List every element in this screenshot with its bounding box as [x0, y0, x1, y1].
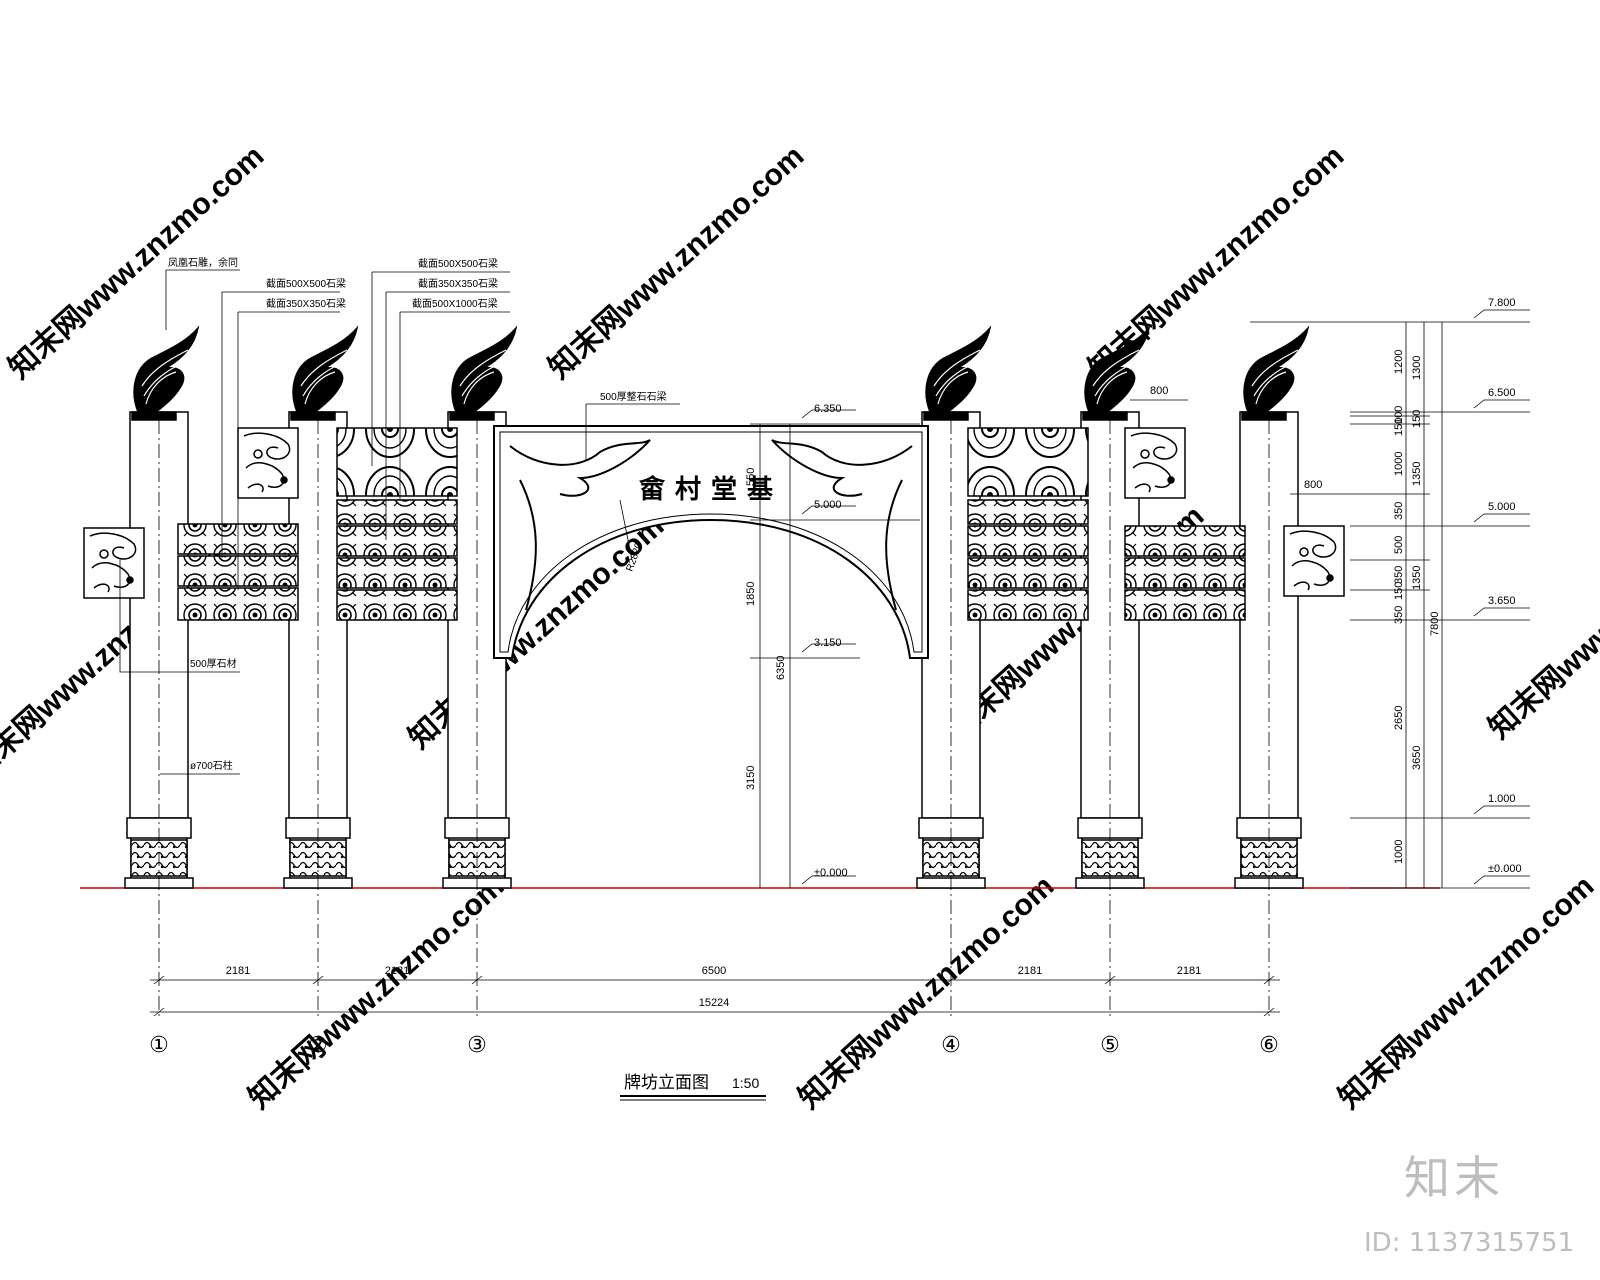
- bottom-dim-lines: [150, 975, 1280, 1017]
- svg-text:5.000: 5.000: [814, 499, 842, 511]
- svg-text:知末网www.znzmo.com: 知末网www.znzmo.com: [1483, 499, 1600, 745]
- watermark-id: ID: 1137315751: [1364, 1228, 1575, 1258]
- svg-text:6500: 6500: [702, 965, 726, 977]
- svg-text:3150: 3150: [745, 766, 757, 790]
- column-6: [1234, 327, 1309, 889]
- svg-text:1350: 1350: [1411, 462, 1423, 486]
- svg-text:2181: 2181: [1018, 965, 1042, 977]
- svg-text:100: 100: [1393, 406, 1405, 424]
- svg-text:知末网www.znzmo.com: 知末网www.znzmo.com: [1333, 869, 1600, 1115]
- axis-3: ③: [467, 1032, 487, 1057]
- right-dim-total: 7800: [1429, 612, 1441, 636]
- svg-text:知末网www.znzmo.com: 知末网www.znzmo.com: [543, 139, 811, 385]
- svg-text:1000: 1000: [1393, 840, 1405, 864]
- right-dims-col2: 1300 150 1350 1350 3650: [1411, 356, 1423, 770]
- svg-text:截面500X500石梁: 截面500X500石梁: [418, 257, 498, 270]
- bottom-dim-labels: 2181 2181 6500 2181 2181 15224: [226, 965, 1201, 1009]
- svg-text:500: 500: [1393, 536, 1405, 554]
- svg-text:截面350X350石梁: 截面350X350石梁: [266, 297, 346, 310]
- svg-text:150: 150: [1411, 410, 1423, 428]
- svg-text:6350: 6350: [775, 656, 787, 680]
- right-elevation-labels: 7.800 6.500 5.000 3.650 1.000 ±0.000: [1488, 297, 1522, 875]
- svg-text:2650: 2650: [1393, 706, 1405, 730]
- svg-text:150: 150: [1393, 418, 1405, 436]
- svg-text:1.000: 1.000: [1488, 793, 1516, 805]
- axis-centerlines: [158, 420, 1270, 1020]
- arch-dimensions: [750, 409, 920, 888]
- svg-text:知末网www.znzmo.com: 知末网www.znzmo.com: [793, 869, 1061, 1115]
- svg-text:3.150: 3.150: [814, 637, 842, 649]
- svg-text:1:50: 1:50: [732, 1075, 759, 1091]
- drawing-title: 牌坊立面图 1:50: [620, 1073, 766, 1101]
- svg-text:3.650: 3.650: [1488, 595, 1516, 607]
- svg-text:截面500X500石梁: 截面500X500石梁: [266, 277, 346, 290]
- svg-text:800: 800: [1150, 385, 1168, 397]
- svg-text:550: 550: [745, 468, 757, 486]
- axis-labels: ① ② ③ ④ ⑤ ⑥: [149, 1032, 1279, 1057]
- svg-text:1000: 1000: [1393, 452, 1405, 476]
- svg-text:15224: 15224: [699, 997, 730, 1009]
- axis-6: ⑥: [1259, 1032, 1279, 1057]
- right-dim-lines: [1250, 309, 1530, 889]
- svg-text:350: 350: [1393, 502, 1405, 520]
- small-dims: [619, 399, 1350, 561]
- beams-right: [967, 427, 1345, 621]
- svg-text:1200: 1200: [1393, 350, 1405, 374]
- plaque-text: 畲村堂基: [638, 474, 783, 504]
- svg-text:ø700石柱: ø700石柱: [190, 759, 233, 772]
- svg-text:1300: 1300: [1411, 356, 1423, 380]
- svg-text:1350: 1350: [1411, 566, 1423, 590]
- watermark-logo: 知末: [1404, 1151, 1504, 1205]
- arch-dim-labels: 6.350 5.000 3.150 ±0.000 550 1850 3150 6…: [745, 403, 848, 879]
- right-dims-col1: 1200 100 150 1000 350 500 350 150 350 26…: [1393, 350, 1405, 864]
- svg-text:±0.000: ±0.000: [814, 867, 848, 879]
- svg-text:6.500: 6.500: [1488, 387, 1516, 399]
- axis-4: ④: [941, 1032, 961, 1057]
- annotations: [119, 269, 680, 775]
- central-arch: 畲村堂基: [493, 425, 929, 659]
- axis-2: ②: [308, 1032, 328, 1057]
- svg-text:350: 350: [1393, 566, 1405, 584]
- svg-text:1850: 1850: [745, 582, 757, 606]
- svg-text:5.000: 5.000: [1488, 501, 1516, 513]
- svg-text:截面500X1000石梁: 截面500X1000石梁: [412, 297, 498, 310]
- svg-text:截面350X350石梁: 截面350X350石梁: [418, 277, 498, 290]
- svg-text:7.800: 7.800: [1488, 297, 1516, 309]
- svg-text:2181: 2181: [385, 965, 409, 977]
- svg-text:知末网www.znzmo.com: 知末网www.znzmo.com: [243, 869, 511, 1115]
- svg-text:500厚石材: 500厚石材: [190, 657, 237, 670]
- svg-text:2181: 2181: [1177, 965, 1201, 977]
- svg-text:3650: 3650: [1411, 746, 1423, 770]
- svg-text:6.350: 6.350: [814, 403, 842, 415]
- svg-text:凤凰石雕，余同: 凤凰石雕，余同: [168, 256, 238, 269]
- svg-text:±0.000: ±0.000: [1488, 863, 1522, 875]
- svg-text:150: 150: [1393, 582, 1405, 600]
- svg-text:350: 350: [1393, 606, 1405, 624]
- annotation-labels: 凤凰石雕，余同 截面500X500石梁 截面350X350石梁 截面500X50…: [168, 256, 1322, 772]
- svg-text:800: 800: [1304, 479, 1322, 491]
- axis-5: ⑤: [1100, 1032, 1120, 1057]
- svg-text:2181: 2181: [226, 965, 250, 977]
- svg-text:500厚整石石梁: 500厚整石石梁: [600, 390, 667, 403]
- axis-1: ①: [149, 1032, 169, 1057]
- svg-text:牌坊立面图: 牌坊立面图: [624, 1073, 709, 1092]
